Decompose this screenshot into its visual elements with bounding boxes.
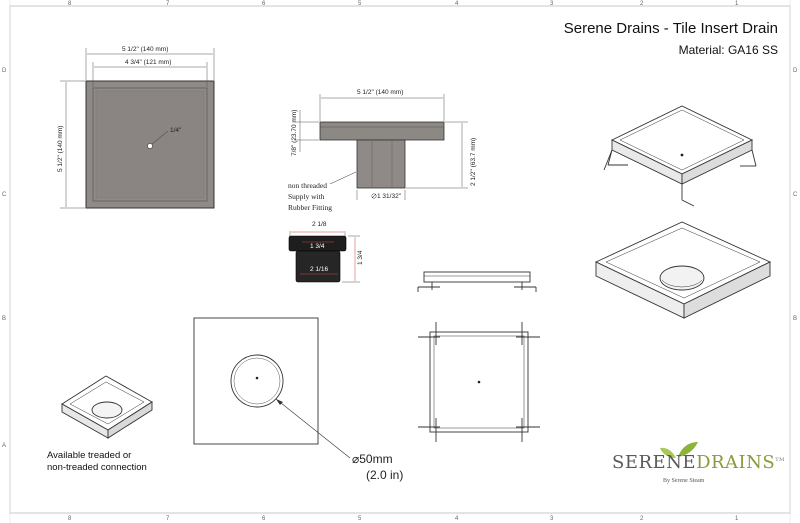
side-view-outlet: [356, 139, 406, 189]
small-iso-view: [61, 375, 153, 439]
ruler-label: 8: [68, 516, 72, 522]
iso-box-view: [594, 221, 772, 319]
outlet-diameter-value: 50mm: [359, 452, 393, 466]
rubber-fitting: 2 1/8 1 3/4 2 1/16 1 3/4: [288, 221, 364, 283]
logo-part1: SERENE: [612, 452, 697, 473]
supply-note-line3: Rubber Fitting: [288, 203, 332, 212]
side-view-plate: [319, 121, 445, 141]
fitting-top-dim: 2 1/8: [312, 221, 327, 228]
logo-tagline: By Serene Steam: [663, 478, 705, 484]
fitting-bottom-dim: 2 1/16: [310, 266, 328, 273]
supply-note-line1: non threaded: [288, 181, 327, 190]
iso-frame-view: [603, 105, 757, 207]
ruler-label: 7: [166, 1, 170, 7]
ruler-label: 5: [358, 1, 362, 7]
ruler-label: B: [793, 316, 797, 322]
outlet-inches-label: (2.0 in): [366, 468, 404, 482]
ruler-label: B: [2, 316, 6, 322]
ruler-label: 2: [640, 1, 644, 7]
frame-top-view: [418, 322, 540, 442]
ruler-label: D: [793, 68, 798, 74]
ruler-label: D: [2, 68, 7, 74]
page-title: Serene Drains - Tile Insert Drain: [563, 20, 778, 37]
ruler-label: 1: [735, 516, 739, 522]
top-view: 1/4" 5 1/2" (140 mm) 4 3/4" (121 mm) 5 1…: [57, 46, 215, 209]
diameter-symbol: [371, 193, 377, 199]
ruler-label: 3: [550, 1, 554, 7]
ruler-label: C: [793, 192, 798, 198]
ruler-label: 4: [455, 516, 459, 522]
material-spec: Material: GA16 SS: [678, 43, 778, 57]
hole-dim: 1/4": [170, 127, 182, 134]
side-view: 5 1/2" (140 mm) 7/8" (23.70 mm) 2 1/2" (…: [288, 89, 477, 212]
ruler-label: 6: [262, 516, 266, 522]
ruler-label: 7: [166, 516, 170, 522]
ruler-label: 4: [455, 1, 459, 7]
top-ruler: 8 7 6 5 4 3 2 1: [68, 1, 739, 7]
logo-tm: TM: [775, 457, 785, 463]
logo-part2: DRAINS: [696, 452, 776, 473]
bottom-view-plate: [193, 317, 319, 445]
connection-note: Available treaded or non-treaded connect…: [47, 450, 147, 474]
side-length-dim: 5 1/2" (140 mm): [57, 126, 64, 172]
drain-hole: [147, 143, 153, 149]
outlet-dim: 1 31/32": [377, 193, 402, 200]
depth-dim: 7/8" (23.70 mm): [291, 110, 298, 156]
ruler-label: C: [2, 192, 7, 198]
ruler-label: 2: [640, 516, 644, 522]
ruler-label: 1: [735, 1, 739, 7]
bottom-view-outlet: [230, 354, 284, 408]
height-dim: 2 1/2" (63.7 mm): [470, 138, 477, 186]
ruler-label: 3: [550, 516, 554, 522]
connection-note-line1: Available treaded or: [47, 450, 132, 461]
side-ruler-left: D C B A: [2, 68, 7, 449]
outlet-diameter-label: ⌀50mm: [352, 452, 393, 466]
connection-note-line2: non-treaded connection: [47, 462, 147, 473]
fitting-inner-dim: 1 3/4: [310, 243, 325, 250]
side-ruler-right: D C B: [793, 68, 798, 322]
fitting-height-dim: 1 3/4: [357, 250, 364, 265]
ruler-label: A: [2, 443, 6, 449]
frame-front-view: [417, 271, 537, 292]
leaf-icon: [660, 442, 698, 458]
side-width-dim: 5 1/2" (140 mm): [357, 89, 403, 96]
bottom-ruler: 8 7 6 5 4 3 2 1: [68, 516, 739, 522]
supply-note-line2: Supply with: [288, 192, 325, 201]
ruler-label: 6: [262, 1, 266, 7]
bottom-view: [193, 317, 351, 459]
ruler-label: 5: [358, 516, 362, 522]
top-view-inner: [92, 87, 208, 202]
inner-width-dim: 4 3/4" (121 mm): [125, 59, 171, 66]
serene-drains-logo: SERENEDRAINSTM: [612, 452, 785, 473]
ruler-label: 8: [68, 1, 72, 7]
outer-width-dim: 5 1/2" (140 mm): [122, 46, 168, 53]
